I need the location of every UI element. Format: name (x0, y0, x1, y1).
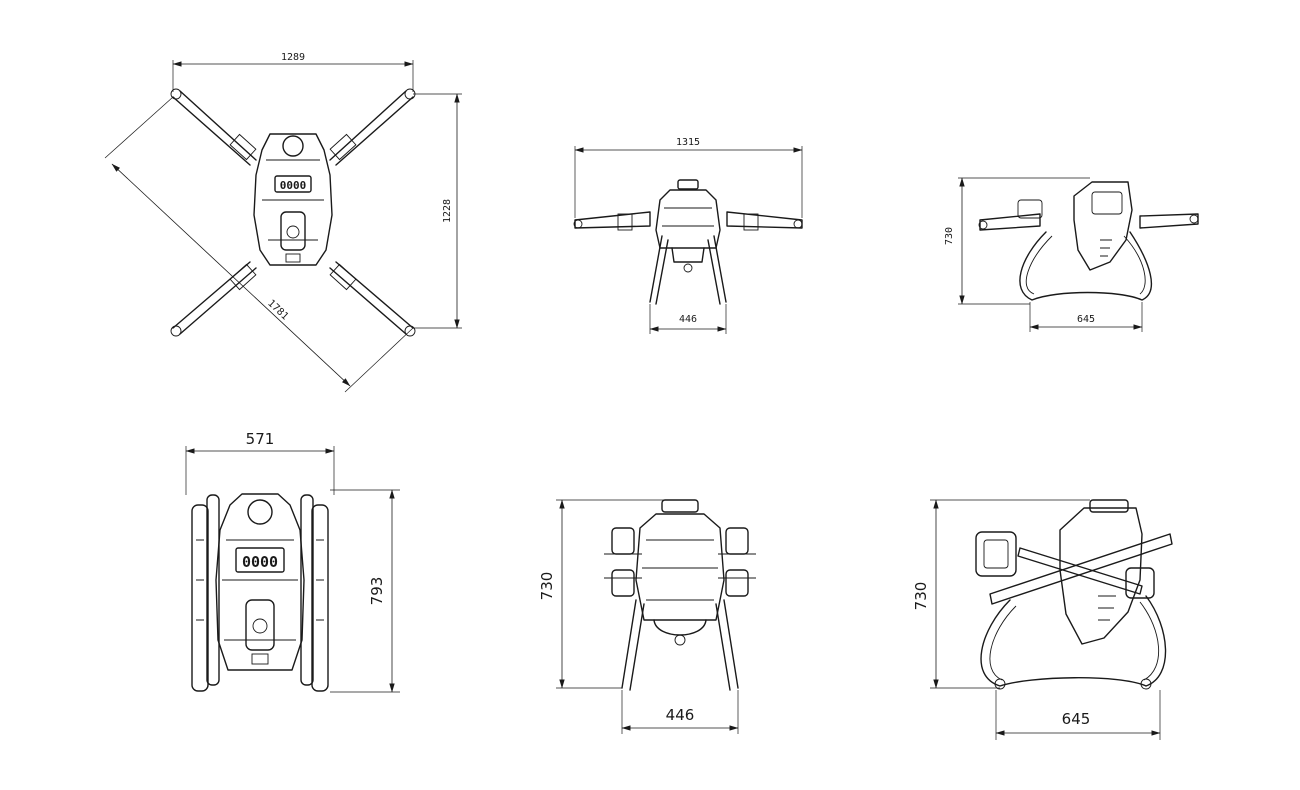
landing-gear-side-folded (980, 595, 1167, 690)
body-side (1073, 181, 1133, 271)
dim-label-730-a: 730 (944, 227, 955, 245)
arms-front (573, 211, 803, 231)
body-side-folded (1059, 499, 1143, 645)
body-top (253, 133, 333, 266)
dim-label-571: 571 (246, 430, 275, 448)
dim-label-1289: 1289 (281, 52, 305, 63)
legs-front-folded (621, 599, 739, 691)
dim-label-1228: 1228 (442, 199, 453, 223)
dim-label-446-b: 446 (666, 706, 695, 724)
legs-front (649, 235, 727, 305)
top-view-folded: 0000 571 793 (185, 430, 400, 693)
dim-side-height: 730 (944, 177, 1090, 305)
folded-arms (191, 494, 329, 692)
body-front (655, 179, 721, 273)
dim-folded-depth: 793 (330, 489, 400, 693)
dim-folded-front-height: 730 (538, 499, 668, 689)
battery-display-unfolded: 0000 (280, 179, 307, 192)
folded-motors-front (604, 527, 756, 597)
dim-folded-width: 571 (185, 430, 335, 495)
dim-folded-front-legspan: 446 (621, 690, 739, 734)
dim-side-legspan: 645 (1029, 302, 1143, 332)
dim-folded-side-legspan: 645 (995, 690, 1161, 740)
landing-gear-side (1019, 231, 1153, 301)
side-view-folded: 730 645 (912, 499, 1173, 740)
dim-front-legspan: 446 (649, 304, 727, 334)
dim-label-793: 793 (368, 577, 386, 606)
folded-arms-side (975, 531, 1173, 605)
body-front-folded (635, 499, 725, 646)
body-top-folded: 0000 (215, 493, 305, 671)
side-view-unfolded: 730 645 (944, 177, 1199, 332)
dim-label-1315: 1315 (676, 137, 700, 148)
dim-label-730-b: 730 (538, 572, 556, 601)
dim-label-645-b: 645 (1062, 710, 1091, 728)
dim-label-730-c: 730 (912, 582, 930, 611)
dim-front-width: 1315 (574, 137, 803, 218)
dim-top-depth: 1228 (413, 93, 462, 329)
dim-label-645-a: 645 (1077, 314, 1095, 325)
front-view-folded: 730 446 (538, 499, 756, 734)
dim-folded-side-height: 730 (912, 499, 1090, 689)
arms-side (978, 199, 1199, 231)
top-view-unfolded: 1289 1228 1781 (104, 52, 462, 393)
dim-label-446-a: 446 (679, 314, 697, 325)
dim-top-width: 1289 (172, 52, 414, 92)
battery-display-folded: 0000 (242, 553, 278, 571)
front-view-unfolded: 1315 446 (573, 137, 803, 334)
